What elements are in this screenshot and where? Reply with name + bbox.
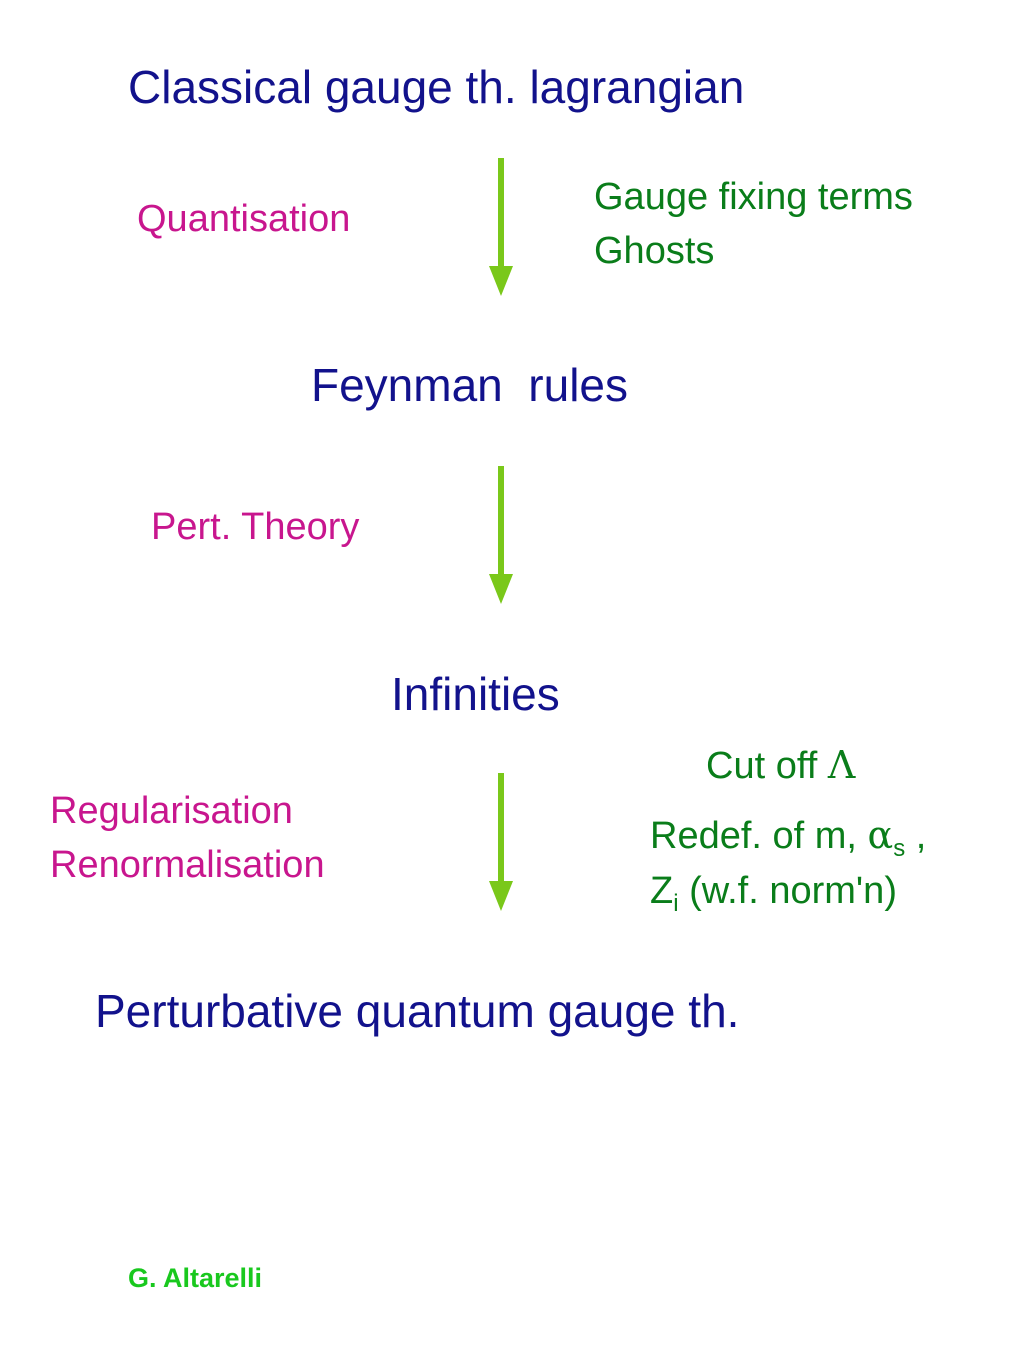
node-perturbative-quantum-gauge: Perturbative quantum gauge th.	[95, 985, 740, 1037]
label-regularisation: Regularisation	[50, 790, 293, 832]
label-pert-theory: Pert. Theory	[151, 506, 360, 548]
redef-suffix: ,	[905, 815, 927, 857]
cut-off-text: Cut off	[706, 745, 828, 787]
label-gauge-fixing-terms: Gauge fixing terms	[594, 176, 913, 218]
label-quantisation: Quantisation	[137, 198, 351, 240]
label-wavefunction-norm: Zi (w.f. norm'n)	[650, 870, 897, 916]
author-name: G. Altarelli	[128, 1263, 263, 1293]
alpha-subscript: s	[893, 835, 906, 862]
node-infinities: Infinities	[391, 668, 560, 720]
alpha-symbol: α	[867, 813, 894, 857]
down-arrow-3	[489, 773, 513, 911]
z-letter: Z	[650, 870, 674, 912]
down-arrow-2	[489, 466, 513, 604]
redef-prefix: Redef. of m,	[650, 815, 868, 857]
z-subscript: i	[673, 890, 679, 917]
label-redefinition: Redef. of m, αs ,	[650, 813, 927, 861]
label-cut-off: Cut off Λ	[706, 746, 855, 785]
lambda-symbol: Λ	[827, 743, 856, 787]
label-ghosts: Ghosts	[594, 230, 715, 272]
wf-norm-text: (w.f. norm'n)	[678, 870, 897, 912]
down-arrow-1	[489, 158, 513, 296]
label-renormalisation: Renormalisation	[50, 844, 325, 886]
node-feynman-rules: Feynman rules	[311, 359, 629, 411]
node-classical-lagrangian: Classical gauge th. lagrangian	[128, 61, 745, 113]
